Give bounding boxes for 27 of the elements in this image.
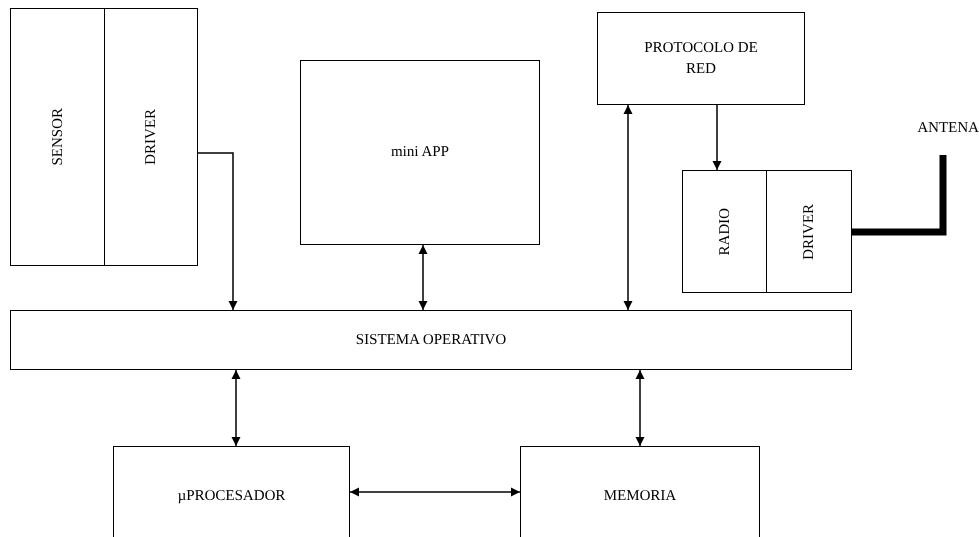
block-box [10,8,106,266]
block-box [300,60,540,245]
block-label: MEMORIA [604,486,676,506]
arrow [198,152,238,310]
arrow [350,488,520,496]
block-label: mini APP [391,143,449,162]
block-box [10,310,852,370]
block-box [766,170,852,293]
block-label: µPROCESADOR [178,486,286,506]
antenna-line [852,155,946,236]
block-box [104,8,198,266]
block-label: SISTEMA OPERATIVO [356,330,506,350]
arrow [712,105,722,170]
block-box [682,170,768,293]
block-box [113,446,350,537]
block-label: SENSOR [48,108,67,166]
block-box [597,12,805,105]
arrow [636,370,644,446]
arrow [232,370,240,446]
block-box [520,446,760,537]
block-label: RADIO [716,208,734,256]
arrow [418,245,428,310]
block-label: DRIVER [800,204,818,260]
block-label: DRIVER [142,109,160,165]
antenna-label: ANTENA [893,118,979,155]
arrow [624,105,632,310]
block-label: PROTOCOLO DE RED [643,39,759,78]
